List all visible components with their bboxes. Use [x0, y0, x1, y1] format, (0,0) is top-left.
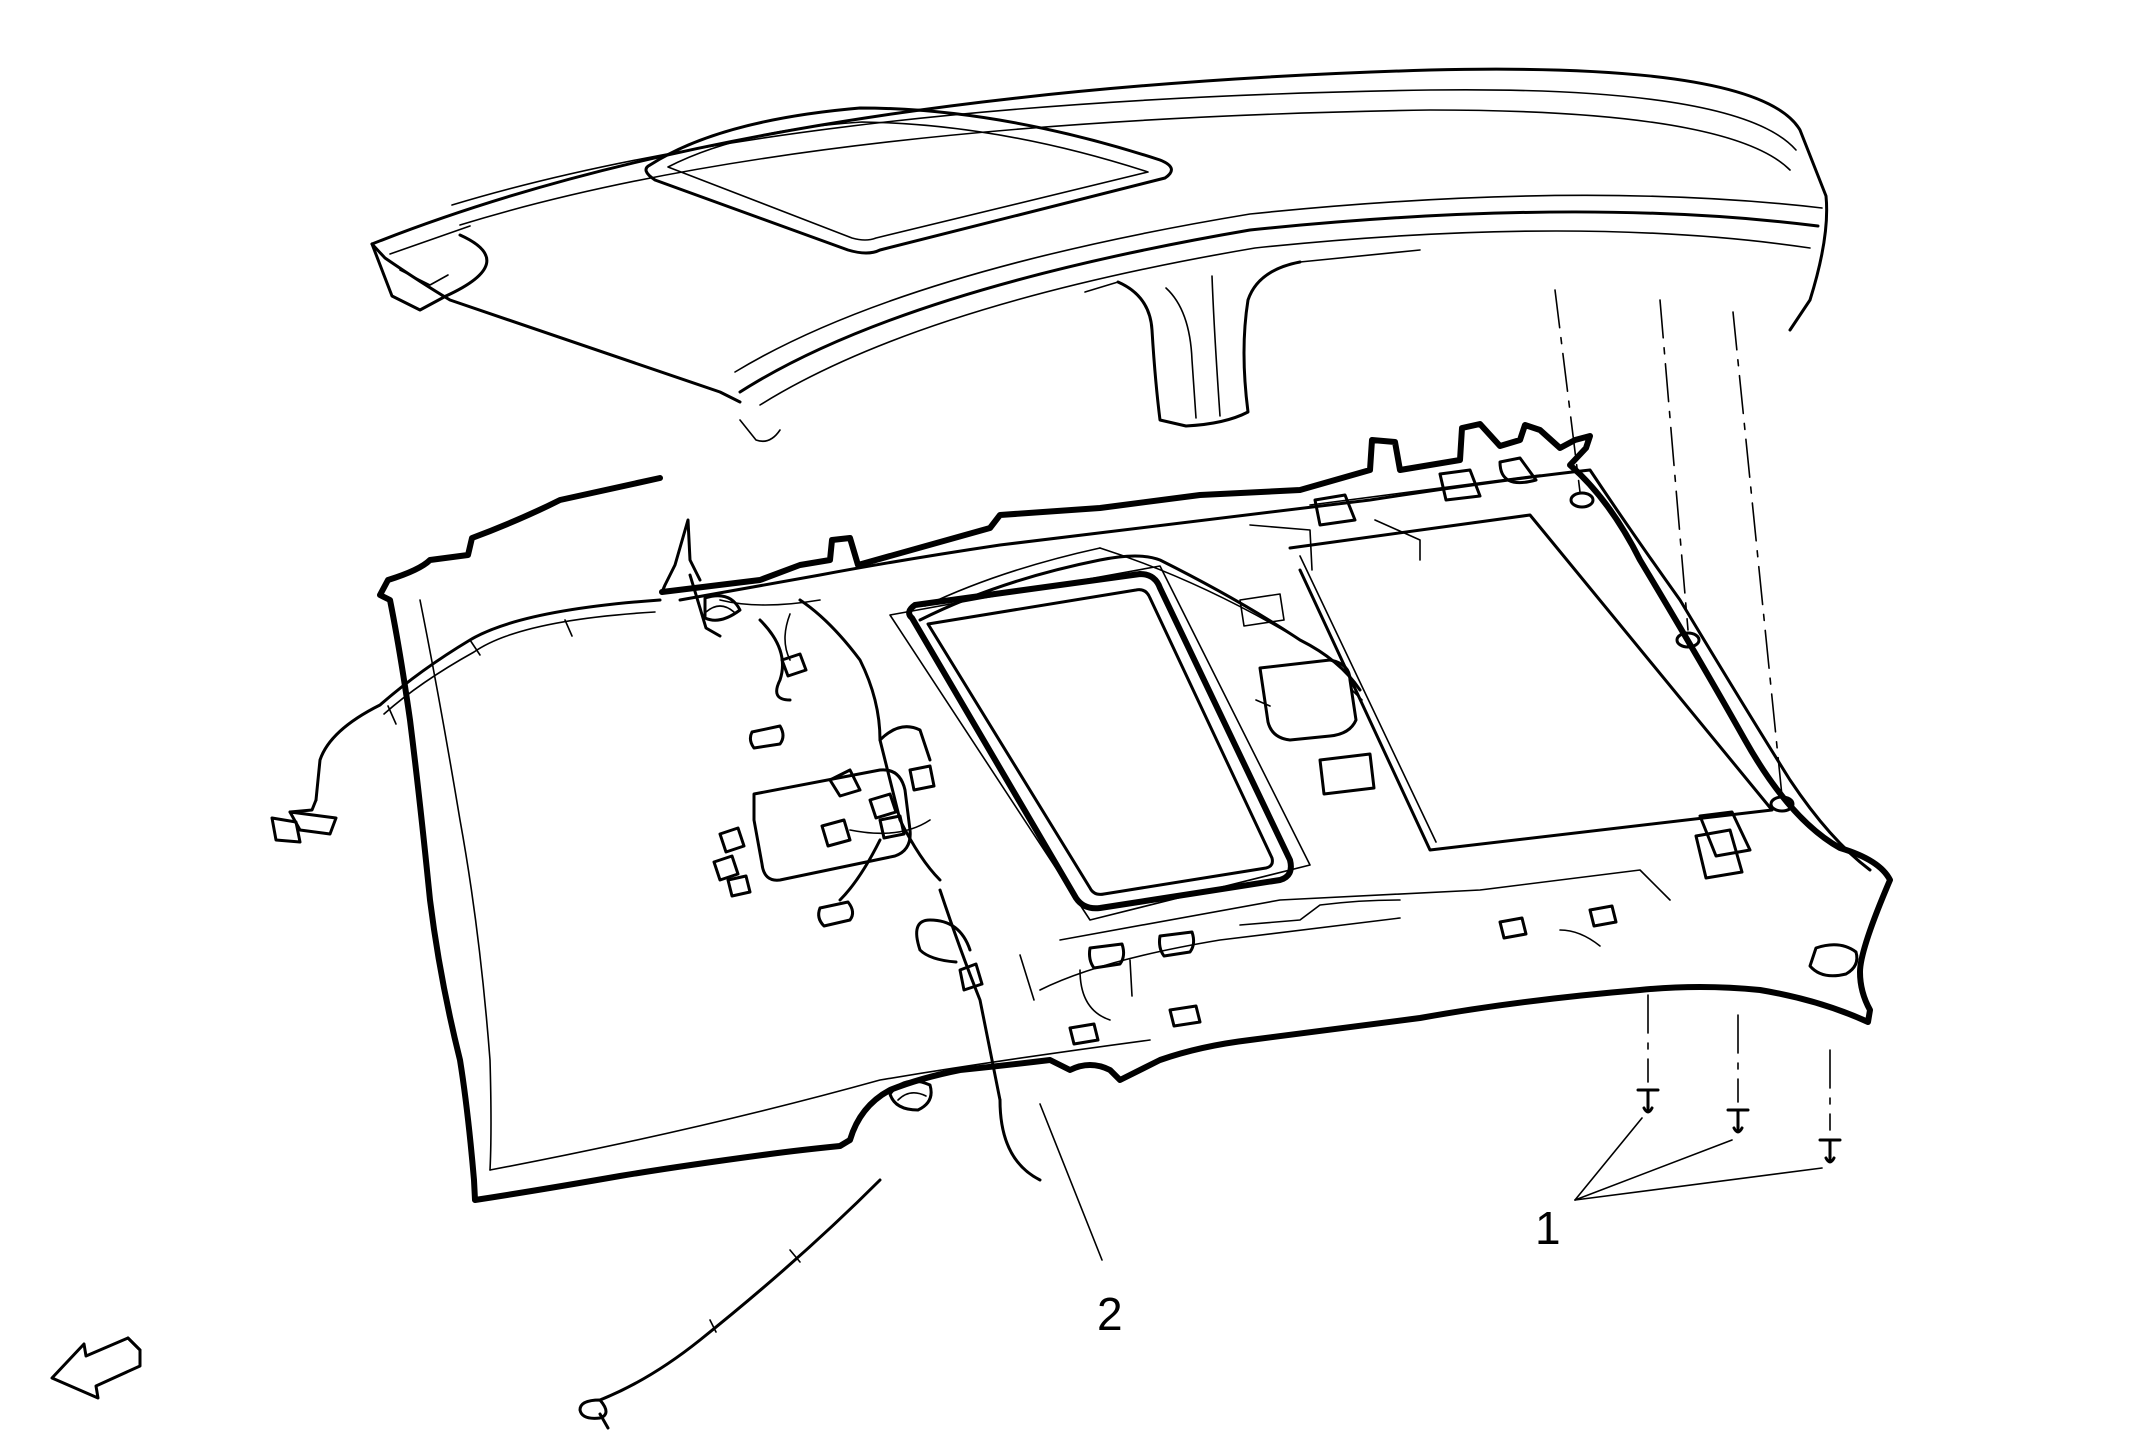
callout-2: 2: [1039, 1103, 1123, 1340]
front-direction-arrow-icon: [50, 1336, 142, 1400]
fastener-pin: [1818, 1138, 1842, 1164]
fastener-pin: [1636, 1088, 1660, 1114]
wiring-harness: [270, 547, 1362, 1430]
fastener-pin: [1726, 1108, 1750, 1134]
callout-1: 1: [1535, 1117, 1823, 1254]
callout-label-2: 2: [1097, 1288, 1123, 1340]
headliner-panel: [377, 421, 1893, 1203]
roof-panel: [370, 67, 1829, 443]
headliner-fasteners: [1554, 289, 1842, 1164]
callout-label-1: 1: [1535, 1202, 1561, 1254]
